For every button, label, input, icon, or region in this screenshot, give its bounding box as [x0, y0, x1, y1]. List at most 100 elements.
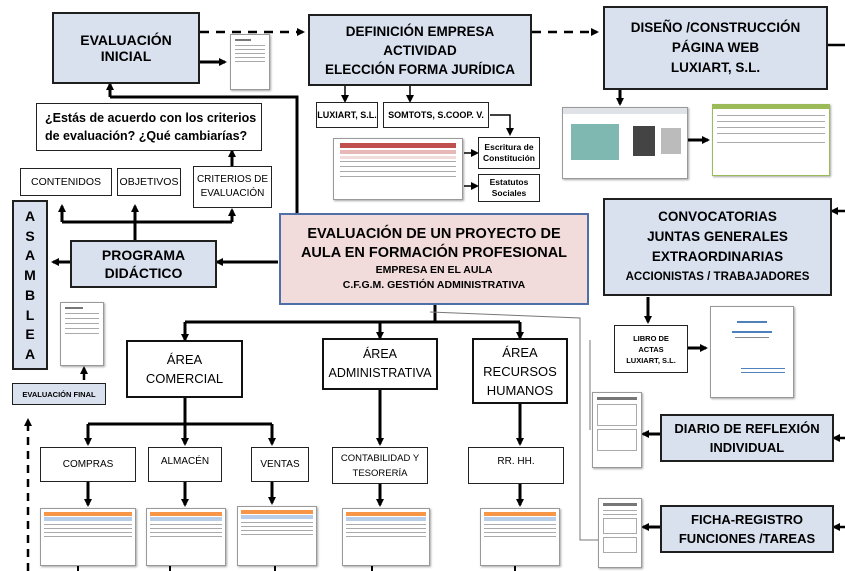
node-text: TESORERÍA	[352, 467, 408, 479]
central-title-box: EVALUACIÓN DE UN PROYECTO DE AULA EN FOR…	[279, 213, 589, 305]
node-text: Sociales	[491, 188, 527, 198]
node-text: Estatutos	[489, 177, 529, 187]
diseno-web-box: DISEÑO /CONSTRUCCIÓN PÁGINA WEB LUXIART,…	[603, 6, 828, 90]
node-text: CRITERIOS DE	[196, 174, 269, 185]
node-text: M	[24, 267, 36, 284]
node-text: DISEÑO /CONSTRUCCIÓN	[630, 20, 801, 35]
node-text: ALMACÉN	[160, 456, 210, 467]
node-text: CONVOCATORIAS	[658, 209, 777, 224]
luxiart-box: LUXIART, S.L.	[316, 102, 378, 128]
node-text: ACTIVIDAD	[383, 42, 457, 58]
area-administrativa-box: ÁREA ADMINISTRATIVA	[322, 338, 438, 390]
node-text: Escritura de	[484, 142, 534, 152]
node-text: ÁREA	[166, 352, 203, 367]
web-screenshot-thumbnail	[712, 104, 830, 176]
doc-thumbnail	[342, 508, 430, 566]
node-text: CONTENIDOS	[30, 176, 101, 188]
node-text: EXTRAORDINARIAS	[651, 249, 784, 264]
node-text: HUMANOS	[486, 382, 554, 398]
escritura-box: Escritura de Constitución	[478, 137, 540, 169]
node-text: RR. HH.	[497, 456, 535, 467]
node-text: LUXIART, S.L.	[317, 110, 377, 120]
doc-thumbnail	[230, 34, 270, 90]
criterios-box: CRITERIOS DE EVALUACIÓN	[193, 166, 272, 208]
node-text: INDIVIDUAL	[709, 440, 785, 455]
node-text: de evaluación? ¿Qué cambiarías?	[45, 129, 248, 143]
node-text: DIDÁCTICO	[104, 265, 183, 281]
node-text: JUNTAS GENERALES	[647, 229, 788, 244]
doc-thumbnail	[60, 302, 104, 366]
node-text: AULA EN FORMACIÓN PROFESIONAL	[300, 245, 568, 261]
estatutos-box: Estatutos Sociales	[478, 174, 540, 202]
web-screenshot-thumbnail	[562, 107, 688, 179]
node-text: E	[25, 326, 35, 343]
convocatorias-box: CONVOCATORIAS JUNTAS GENERALES EXTRAORDI…	[603, 198, 832, 296]
node-text: ¿Estás de acuerdo con los criterios	[45, 111, 257, 125]
node-text: EVALUACIÓN	[200, 188, 265, 199]
node-text: INICIAL	[100, 48, 152, 64]
doc-thumbnail	[710, 306, 794, 398]
node-text: S	[25, 227, 35, 244]
node-text: EVALUACIÓN	[80, 32, 172, 48]
doc-thumbnail	[40, 508, 136, 566]
contenidos-box: CONTENIDOS	[20, 168, 112, 196]
definicion-empresa-box: DEFINICIÓN EMPRESA ACTIVIDAD ELECCIÓN FO…	[308, 14, 532, 86]
doc-thumbnail	[592, 392, 642, 468]
node-text: LUXIART, S.L.	[670, 60, 761, 75]
node-text: L	[25, 306, 35, 323]
node-text: PÁGINA WEB	[671, 40, 760, 55]
node-text: B	[24, 286, 36, 303]
node-text: EVALUACIÓN FINAL	[22, 389, 96, 399]
compras-box: COMPRAS	[40, 447, 136, 482]
doc-thumbnail	[237, 506, 317, 566]
node-text: SOMTOTS, S.COOP. V.	[388, 110, 484, 120]
node-text: ELECCIÓN FORMA JURÍDICA	[324, 61, 515, 77]
node-text: A	[24, 346, 36, 363]
almacen-box: ALMACÉN	[148, 447, 222, 482]
node-text: EVALUACIÓN DE UN PROYECTO DE	[307, 226, 561, 242]
node-text: VENTAS	[260, 459, 300, 470]
node-text: LUXIART, S.L.	[626, 355, 676, 365]
node-text: DIARIO DE REFLEXIÓN	[674, 421, 820, 436]
node-text: A	[24, 247, 36, 264]
objetivos-box: OBJETIVOS	[117, 168, 181, 196]
node-text: DEFINICIÓN EMPRESA	[345, 23, 495, 39]
asamblea-box: A S A M B L E A	[12, 200, 48, 370]
node-text: FICHA-REGISTRO	[691, 512, 803, 527]
node-text: ACTAS	[638, 344, 664, 354]
doc-thumbnail	[146, 508, 226, 566]
node-text: LIBRO DE	[633, 333, 669, 343]
node-text: CONTABILIDAD Y	[340, 452, 420, 464]
evaluacion-inicial-box: EVALUACIÓN INICIAL	[52, 12, 200, 84]
contabilidad-box: CONTABILIDAD Y TESORERÍA	[332, 447, 428, 484]
area-comercial-box: ÁREA COMERCIAL	[126, 340, 243, 398]
pregunta-box: ¿Estás de acuerdo con los criterios de e…	[36, 103, 262, 151]
node-text: FUNCIONES /TAREAS	[678, 531, 816, 546]
node-text: C.F.G.M. GESTIÓN ADMINISTRATIVA	[342, 279, 526, 291]
node-text: COMERCIAL	[145, 371, 224, 386]
node-text: ÁREA	[362, 347, 398, 361]
node-text: Constitución	[483, 153, 535, 163]
node-text: A	[24, 207, 36, 224]
node-text: COMPRAS	[62, 459, 114, 470]
node-text: ACCIONISTAS / TRABAJADORES	[625, 271, 810, 283]
ventas-box: VENTAS	[251, 447, 309, 482]
evaluacion-final-box: EVALUACIÓN FINAL	[12, 383, 106, 405]
rrhh-box: RR. HH.	[468, 447, 564, 484]
area-rrhh-box: ÁREA RECURSOS HUMANOS	[472, 338, 568, 404]
doc-thumbnail	[333, 138, 463, 200]
node-text: ÁREA	[502, 344, 538, 360]
doc-thumbnail	[598, 498, 642, 568]
libro-actas-box: LIBRO DE ACTAS LUXIART, S.L.	[614, 325, 688, 373]
diario-reflexion-box: DIARIO DE REFLEXIÓN INDIVIDUAL	[660, 414, 834, 462]
node-text: EMPRESA EN EL AULA	[375, 264, 493, 276]
node-text: ADMINISTRATIVA	[328, 366, 432, 380]
ficha-registro-box: FICHA-REGISTRO FUNCIONES /TAREAS	[660, 505, 834, 553]
somtots-box: SOMTOTS, S.COOP. V.	[383, 102, 489, 128]
node-text: RECURSOS	[483, 363, 557, 379]
node-text: PROGRAMA	[101, 247, 186, 263]
doc-thumbnail	[480, 508, 560, 566]
node-text: OBJETIVOS	[119, 176, 179, 188]
programa-didactico-box: PROGRAMA DIDÁCTICO	[70, 240, 217, 288]
